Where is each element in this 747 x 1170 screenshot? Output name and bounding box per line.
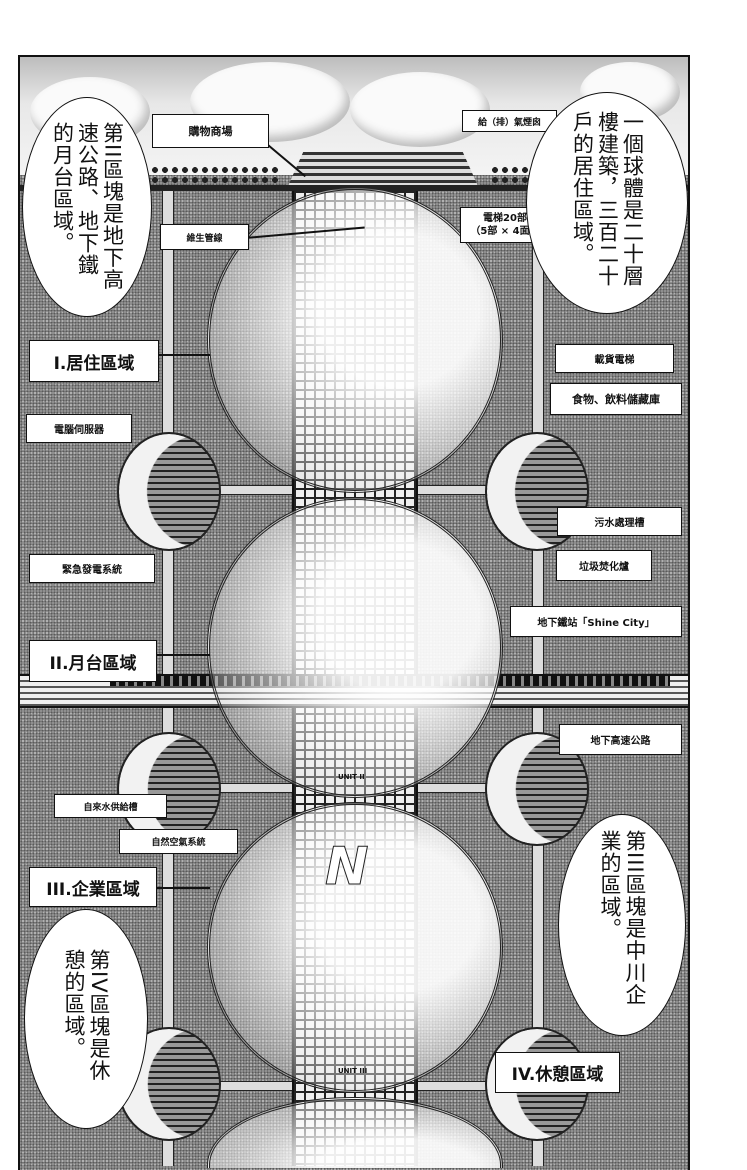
label-zone-4-leisure: IV.休憩區域 — [495, 1052, 620, 1093]
speech-text: 第II區塊是地下高速公路、地下鐵的月台區域。 — [50, 122, 125, 291]
unit-3-marking: UNIT III — [338, 1067, 368, 1075]
utility-sphere-left — [117, 432, 221, 551]
label-incinerator: 垃圾焚化爐 — [556, 550, 652, 581]
sphere-zone-3 — [207, 802, 503, 1093]
trees — [150, 165, 280, 187]
speech-text: 第III區塊是中川企業的區域。 — [598, 830, 647, 1006]
speech-bubble-zone-3: 第III區塊是中川企業的區域。 — [558, 814, 686, 1036]
label-elevators-line2: （5部 × 4面） — [470, 226, 540, 237]
shopping-mall-building — [288, 152, 478, 186]
label-elevators-line1: 電梯20部 — [483, 213, 527, 224]
label-life-support-pipes: 維生管線 — [160, 224, 249, 250]
label-sewage-tank: 污水處理槽 — [557, 507, 682, 536]
label-exhaust-chimney: 給（排）氣煙囪 — [462, 110, 557, 132]
sphere-zone-2 — [207, 497, 503, 798]
leader-line — [155, 887, 210, 889]
label-zone-1-residential: I.居住區域 — [29, 340, 159, 382]
label-computer-server: 電腦伺服器 — [26, 414, 132, 443]
leader-line — [155, 654, 210, 656]
cloud — [350, 72, 490, 147]
manga-panel: UNIT II UNIT III N 購物商場 給（排）氣煙囪 維生管線 電梯2… — [18, 55, 690, 1170]
speech-text: 一個球體是二十層樓建築，三百二十戶的居住區域。 — [570, 110, 645, 287]
sphere-zone-4 — [207, 1097, 503, 1168]
label-zone-3-corporate: III.企業區域 — [29, 867, 157, 907]
label-food-storage: 食物、飲料儲藏庫 — [550, 383, 682, 415]
sphere-zone-1 — [207, 187, 503, 493]
speech-text: 第IV區塊是休憩的區域。 — [62, 949, 111, 1082]
label-freight-elevator: 載貨電梯 — [555, 344, 674, 373]
unit-2-marking: UNIT II — [338, 773, 365, 781]
nakagawa-logo: N — [325, 837, 370, 898]
speech-bubble-zone-2: 第II區塊是地下高速公路、地下鐵的月台區域。 — [22, 97, 152, 317]
utility-sphere-left — [117, 732, 221, 846]
leader-line — [155, 354, 210, 356]
speech-bubble-zone-1: 一個球體是二十層樓建築，三百二十戶的居住區域。 — [526, 92, 688, 314]
label-shopping-mall: 購物商場 — [152, 114, 269, 148]
utility-sphere-right — [485, 432, 589, 551]
label-emergency-power: 緊急發電系統 — [29, 554, 155, 583]
label-natural-air-system: 自然空氣系統 — [119, 829, 238, 854]
label-zone-2-platform: II.月台區域 — [29, 640, 157, 682]
label-underground-highway: 地下高速公路 — [559, 724, 682, 755]
speech-bubble-zone-4: 第IV區塊是休憩的區域。 — [24, 909, 148, 1129]
label-subway-station: 地下鐵站「Shine City」 — [510, 606, 682, 637]
label-water-tank: 自來水供給槽 — [54, 794, 167, 818]
